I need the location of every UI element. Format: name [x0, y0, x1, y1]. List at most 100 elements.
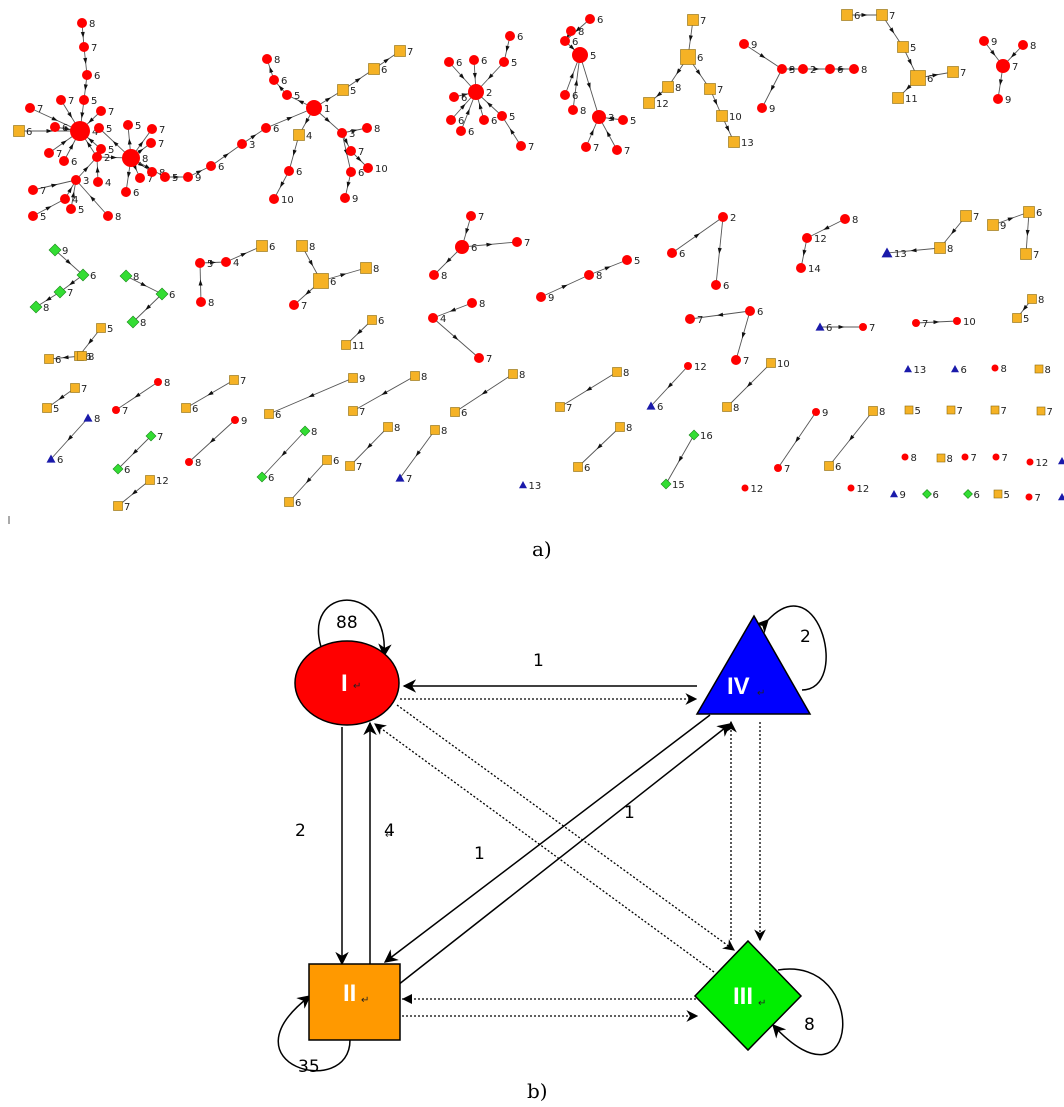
node-circle	[1027, 459, 1034, 466]
node-circle	[849, 64, 859, 74]
node-square	[1028, 295, 1037, 304]
node-circle	[953, 317, 961, 325]
node-value-label: 8	[1045, 365, 1051, 376]
node-value-label: 5	[294, 91, 300, 102]
node-value-label: 6	[273, 124, 279, 135]
node-value-label: 7	[624, 146, 630, 157]
node-square	[935, 243, 946, 254]
node-value-label: 7	[91, 43, 97, 54]
self-loop-IV-count: 2	[800, 627, 811, 647]
dotted-edge-III-to-I	[375, 724, 714, 972]
node-value-label: 6	[192, 404, 198, 415]
node-value-label: 6	[468, 127, 474, 138]
edge-arrowhead	[278, 181, 284, 188]
edge-arrowhead	[51, 182, 58, 187]
node-value-label: 7	[971, 453, 977, 464]
node-circle	[612, 145, 622, 155]
node-value-label: 6	[281, 76, 287, 87]
node-square	[285, 498, 294, 507]
node-square	[146, 476, 155, 485]
node-triangle	[951, 365, 959, 372]
node-square	[230, 376, 239, 385]
edge-arrowhead	[61, 139, 68, 146]
node-circle	[77, 18, 87, 28]
edge-arrowhead	[383, 57, 390, 64]
self-loop-I-count: 88	[336, 613, 358, 633]
node-value-label: 5	[915, 406, 921, 417]
node-value-label: 6	[378, 316, 384, 327]
node-circle	[428, 313, 438, 323]
node-value-label: 1	[324, 104, 330, 115]
node-value-label: 9	[62, 246, 68, 257]
node-value-label: 8	[578, 27, 584, 38]
node-value-label: 7	[1035, 493, 1041, 504]
node-value-label: 8	[94, 414, 100, 425]
node-IV-triangle	[697, 616, 810, 714]
node-value-label: 4	[233, 258, 239, 269]
node-value-label: 6	[961, 365, 967, 376]
node-value-label: 7	[81, 384, 87, 395]
node-value-label: 5	[910, 43, 916, 54]
node-value-label: 7	[1047, 407, 1053, 418]
edge-II-to-IV	[398, 724, 730, 985]
edge-arrowhead	[725, 125, 731, 132]
node-square	[297, 241, 308, 252]
node-value-label: 7	[158, 139, 164, 150]
node-value-label: 7	[743, 356, 749, 367]
node-II-label: II	[343, 980, 356, 1007]
node-circle	[962, 454, 969, 461]
node-value-label: 8	[142, 154, 148, 165]
node-value-label: 7	[301, 301, 307, 312]
node-value-label: 7	[1033, 250, 1039, 261]
node-value-label: 8	[43, 303, 49, 314]
edge-arrowhead	[1007, 216, 1014, 222]
node-value-label: 3	[349, 129, 355, 140]
node-circle	[685, 314, 695, 324]
node-value-label: 6	[94, 71, 100, 82]
edge-arrowhead	[801, 250, 806, 257]
node-value-label: 5	[509, 112, 515, 123]
node-circle	[79, 95, 89, 105]
edit-mark: ↵	[758, 998, 766, 1009]
node-value-label: 6	[597, 15, 603, 26]
node-value-label: 6	[517, 32, 523, 43]
edge-arrowhead	[933, 320, 939, 324]
node-circle	[584, 270, 594, 280]
node-circle	[499, 57, 509, 67]
node-value-label: 6	[974, 490, 980, 501]
edge-arrowhead	[839, 325, 845, 329]
node-value-label: 8	[115, 212, 121, 223]
edge-arrowhead	[325, 96, 332, 103]
node-circle	[94, 123, 104, 133]
node-value-label: 6	[456, 58, 462, 69]
node-circle	[474, 353, 484, 363]
node-circle	[66, 204, 76, 214]
node-square	[613, 368, 622, 377]
node-circle	[183, 172, 193, 182]
node-value-label: 8	[1030, 41, 1036, 52]
node-circle	[93, 177, 103, 187]
node-value-label: 6	[572, 37, 578, 48]
node-circle	[512, 237, 522, 247]
node-value-label: 9	[822, 408, 828, 419]
edge-arrowhead	[504, 46, 509, 53]
node-value-label: 3	[249, 140, 255, 151]
node-value-label: 5	[107, 324, 113, 335]
node-value-label: 12	[156, 476, 169, 487]
node-value-label: 6	[26, 127, 32, 138]
dotted-arrowhead-to-II	[402, 994, 412, 1004]
node-value-label: 6	[481, 56, 487, 67]
node-value-label: 8	[89, 19, 95, 30]
node-value-label: 7	[486, 354, 492, 365]
panel-a-edges	[19, 13, 1032, 506]
node-value-label: 6	[1036, 208, 1042, 219]
node-value-label: 8	[879, 407, 885, 418]
node-square	[349, 407, 358, 416]
node-value-label: 6	[757, 307, 763, 318]
node-circle	[802, 233, 812, 243]
node-square	[574, 463, 583, 472]
node-value-label: 6	[169, 290, 175, 301]
edge-arrowhead	[286, 115, 293, 121]
node-value-label: 9	[195, 173, 201, 184]
